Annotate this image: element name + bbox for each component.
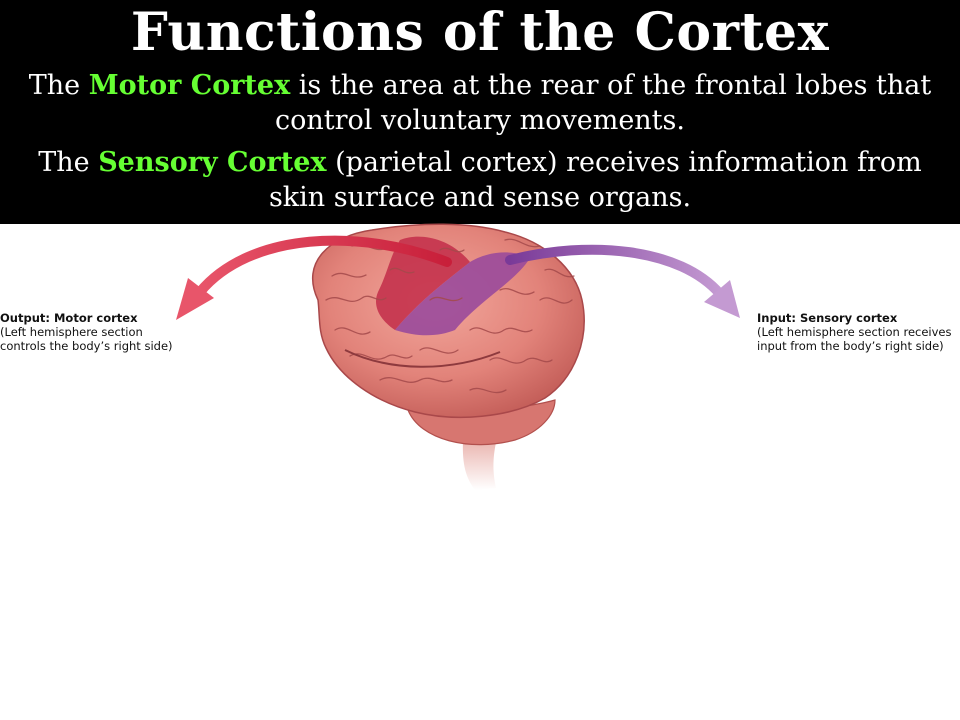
motor-cortex-term: Motor Cortex [88, 70, 291, 101]
motor-output-arrow [195, 235, 452, 297]
motor-label-title: Output: Motor cortex [0, 311, 138, 325]
sensory-arrow-head [704, 280, 740, 318]
p1-rest-line2: control voluntary movements. [275, 105, 685, 136]
motor-label-line2: (Left hemisphere section [0, 325, 143, 339]
brain-stem [462, 438, 497, 490]
p2-rest-line1: (parietal cortex) receives information f… [326, 147, 922, 178]
sensory-label-line3: input from the body’s right side) [757, 339, 944, 353]
sensory-cortex-description: The Sensory Cortex (parietal cortex) rec… [20, 145, 940, 215]
sensory-label-title: Input: Sensory cortex [757, 311, 898, 325]
sensory-cortex-term: Sensory Cortex [98, 147, 327, 178]
lateral-sulcus [344, 349, 501, 368]
p2-prefix: The [38, 147, 99, 178]
p1-prefix: The [28, 70, 89, 101]
p2-rest-line2: skin surface and sense organs. [268, 182, 692, 213]
motor-cortex-description: The Motor Cortex is the area at the rear… [20, 68, 940, 138]
sensory-cortex-strip [395, 252, 530, 336]
motor-label-line3: controls the body’s right side) [0, 339, 173, 353]
sensory-cortex-label: Input: Sensory cortex (Left hemisphere s… [757, 311, 960, 353]
sensory-input-arrow [505, 244, 725, 299]
motor-cortex-label: Output: Motor cortex (Left hemisphere se… [0, 311, 200, 353]
slide-title: Functions of the Cortex [130, 2, 830, 63]
slide-header: Functions of the Cortex The Motor Cortex… [0, 0, 960, 224]
sensory-label-line2: (Left hemisphere section receives [757, 325, 952, 339]
motor-arrow-head [176, 278, 214, 320]
p1-rest-line1: is the area at the rear of the frontal l… [290, 70, 932, 101]
